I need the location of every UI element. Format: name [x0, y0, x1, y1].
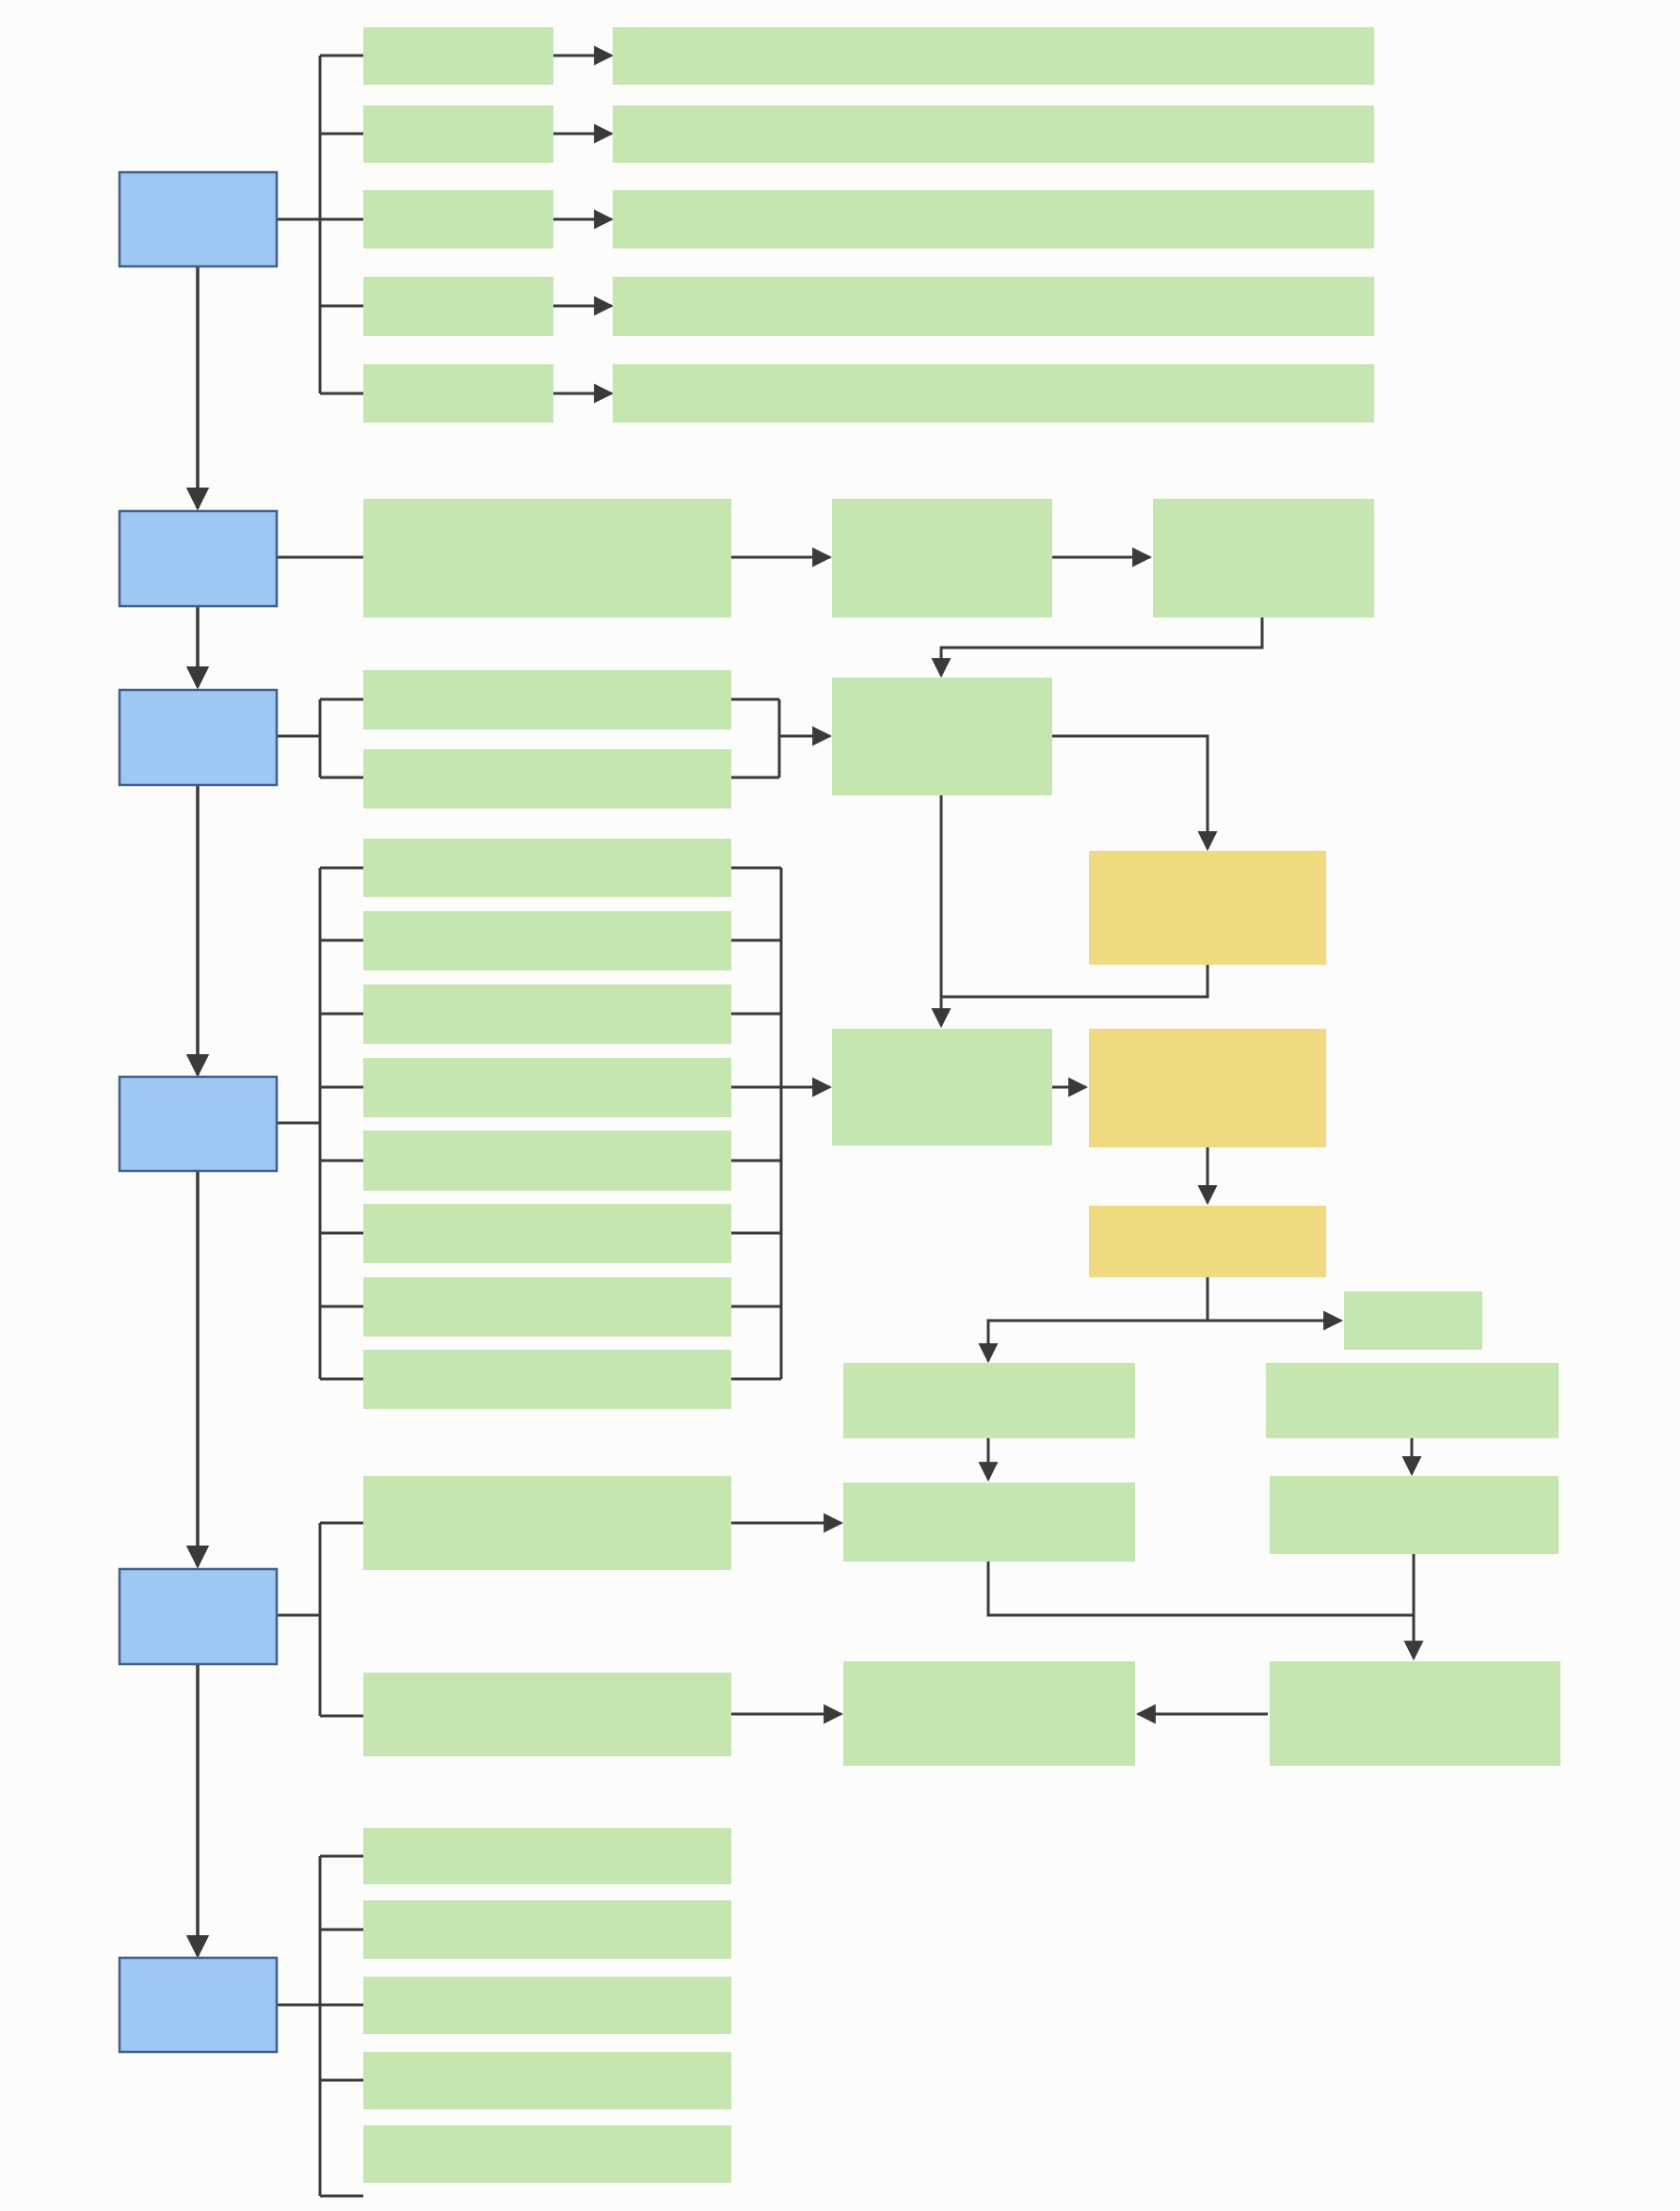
group1-bracket	[277, 54, 363, 395]
group6-item-1	[363, 1828, 731, 1884]
main-nodes	[118, 170, 279, 2054]
group1-label-1	[363, 27, 553, 85]
left-to-right-link	[986, 1562, 1414, 1617]
group6-item-4	[363, 2052, 731, 2109]
group4-item-7	[363, 1277, 731, 1337]
group3-item-1	[363, 670, 731, 729]
stage-4-node	[118, 1075, 279, 1173]
stage-6-node	[118, 1956, 279, 2054]
group1-label-3	[363, 190, 553, 248]
stage-5-node	[118, 1567, 279, 1666]
group4-item-2	[363, 911, 731, 970]
group1-detail-5	[613, 364, 1374, 423]
decision3-left-branch	[978, 1277, 1209, 1364]
group4-merge-node	[832, 1029, 1052, 1146]
decision-1-node	[1089, 851, 1326, 965]
group2-return-arrow	[931, 617, 1264, 679]
right-chain-node-2	[1270, 1476, 1559, 1554]
stage-3-node	[118, 688, 279, 787]
group4-item-3	[363, 985, 731, 1044]
group3-merge-arrow	[731, 697, 830, 779]
group2-step-1	[363, 499, 731, 617]
group3-left-bracket	[277, 697, 363, 779]
group6-item-2	[363, 1900, 731, 1959]
group5-source-node	[1270, 1661, 1560, 1766]
group1-detail-1	[613, 27, 1374, 85]
group3-item-2	[363, 749, 731, 809]
group2-step-2	[832, 499, 1052, 617]
item-nodes	[363, 27, 1560, 2183]
group1-detail-3	[613, 190, 1374, 248]
group1-detail-2	[613, 105, 1374, 163]
group3-merge-node	[832, 678, 1052, 795]
group5-item-2	[363, 1673, 731, 1756]
group4-right-bracket	[731, 866, 783, 1381]
group4-item-5	[363, 1130, 731, 1191]
stage-1-node	[118, 170, 279, 268]
branch-small-node	[1344, 1291, 1482, 1350]
group5-target-node	[843, 1661, 1135, 1766]
highlight-nodes	[1089, 851, 1326, 1277]
group1-label-2	[363, 105, 553, 163]
group6-item-5	[363, 2125, 731, 2183]
group2-step-3	[1153, 499, 1374, 617]
connectors	[185, 45, 1424, 2198]
group5-item-1	[363, 1476, 731, 1570]
decision1-return-link	[941, 965, 1209, 999]
group4-item-6	[363, 1204, 731, 1263]
decision-2-node	[1089, 1029, 1326, 1147]
group4-item-8	[363, 1350, 731, 1409]
group1-label-4	[363, 277, 553, 336]
group6-bracket	[277, 1854, 363, 2198]
stage-2-node	[118, 509, 279, 608]
group3-to-decision-1	[1052, 734, 1218, 852]
group6-item-3	[363, 1977, 731, 2034]
left-chain-node-2	[843, 1482, 1135, 1562]
group5-bracket	[277, 1521, 363, 1718]
group1-label-5	[363, 364, 553, 423]
group4-item-4	[363, 1058, 731, 1117]
right-chain-node-1	[1266, 1363, 1559, 1438]
left-chain-node-1	[843, 1363, 1135, 1438]
group4-left-bracket	[277, 866, 363, 1381]
group1-detail-4	[613, 277, 1374, 336]
group4-item-1	[363, 839, 731, 897]
decision-3-node	[1089, 1206, 1326, 1277]
